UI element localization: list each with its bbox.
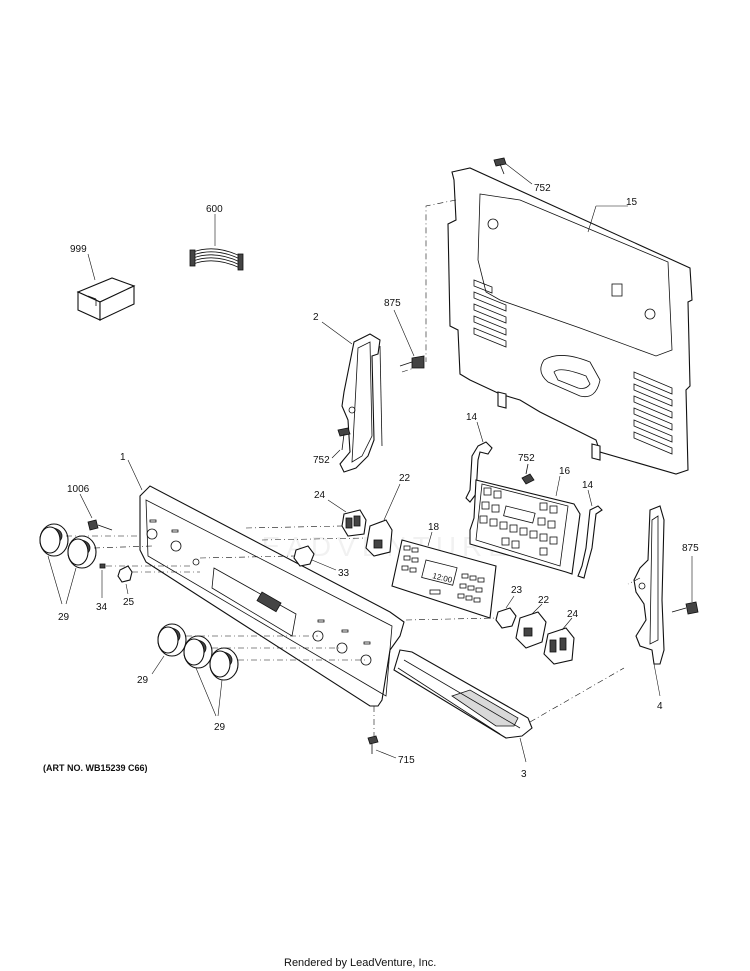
part-23-knob-insert[interactable] xyxy=(495,607,517,629)
callout-875-left: 875 xyxy=(384,298,401,309)
part-22-switch-lower[interactable] xyxy=(515,611,547,649)
callout-22-lower: 22 xyxy=(538,595,550,606)
callout-34: 34 xyxy=(96,602,108,613)
part-15-rear-panel[interactable] xyxy=(447,167,693,475)
part-29-knob-left-1[interactable] xyxy=(39,523,69,557)
part-16-control-board[interactable] xyxy=(469,479,581,575)
callout-29-lower-b: 29 xyxy=(214,722,226,733)
callout-23: 23 xyxy=(511,585,523,596)
callout-29-left: 29 xyxy=(58,612,70,623)
part-752-screw-top[interactable] xyxy=(493,157,507,175)
part-29-knob-lower-1[interactable] xyxy=(157,623,187,657)
part-875-screw-left[interactable] xyxy=(399,355,425,369)
part-24-infinite-switch-upper[interactable] xyxy=(341,509,367,537)
callout-33: 33 xyxy=(338,568,350,579)
part-1006-screw[interactable] xyxy=(87,519,113,531)
footer-credit: Rendered by LeadVenture, Inc. xyxy=(284,957,436,969)
part-24-infinite-switch-lower[interactable] xyxy=(543,627,575,665)
part-1-control-panel[interactable] xyxy=(139,485,405,707)
callout-16: 16 xyxy=(559,466,571,477)
part-22-switch-upper[interactable] xyxy=(365,519,393,557)
callout-14-left: 14 xyxy=(466,412,478,423)
part-4-right-end-bracket[interactable] xyxy=(633,505,665,665)
callout-3: 3 xyxy=(521,769,527,780)
part-999-box[interactable] xyxy=(76,277,136,321)
callout-600: 600 xyxy=(206,204,223,215)
part-3-trim[interactable] xyxy=(393,649,533,739)
callout-24-upper: 24 xyxy=(314,490,326,501)
callout-875-right: 875 xyxy=(682,543,699,554)
part-18-keypad-overlay[interactable]: 12:00 xyxy=(391,539,497,619)
part-600-wire-harness[interactable] xyxy=(189,248,244,271)
callout-22-upper: 22 xyxy=(399,473,411,484)
callout-2: 2 xyxy=(313,312,319,323)
part-14-bracket-right[interactable] xyxy=(577,505,603,579)
part-14-bracket-left[interactable] xyxy=(465,441,493,503)
part-29-knob-left-2[interactable] xyxy=(67,535,97,569)
part-752-screw-left[interactable] xyxy=(337,427,351,451)
callout-14-right: 14 xyxy=(582,480,594,491)
callout-15: 15 xyxy=(626,197,638,208)
callout-18: 18 xyxy=(428,522,440,533)
part-715-screw[interactable] xyxy=(367,735,379,754)
callout-752-top: 752 xyxy=(534,183,551,194)
callout-1: 1 xyxy=(120,452,126,463)
callout-25: 25 xyxy=(123,597,135,608)
art-number-note: (ART NO. WB15239 C66) xyxy=(43,763,148,773)
part-25-switch[interactable] xyxy=(117,565,133,583)
callout-752-left: 752 xyxy=(313,455,330,466)
callout-29-lower-a: 29 xyxy=(137,675,149,686)
callout-999: 999 xyxy=(70,244,87,255)
part-33-knob-insert[interactable] xyxy=(293,545,315,567)
part-875-screw-right[interactable] xyxy=(671,601,699,615)
part-752-screw-board[interactable] xyxy=(521,463,535,485)
callout-24-lower: 24 xyxy=(567,609,579,620)
callout-752-board: 752 xyxy=(518,453,535,464)
callout-715: 715 xyxy=(398,755,415,766)
part-2-left-end-bracket[interactable] xyxy=(339,333,383,473)
part-29-knob-lower-3[interactable] xyxy=(209,647,239,681)
part-29-knob-lower-2[interactable] xyxy=(183,635,213,669)
part-34-clip[interactable] xyxy=(99,563,106,569)
callout-4: 4 xyxy=(657,701,663,712)
callout-1006: 1006 xyxy=(67,484,90,495)
